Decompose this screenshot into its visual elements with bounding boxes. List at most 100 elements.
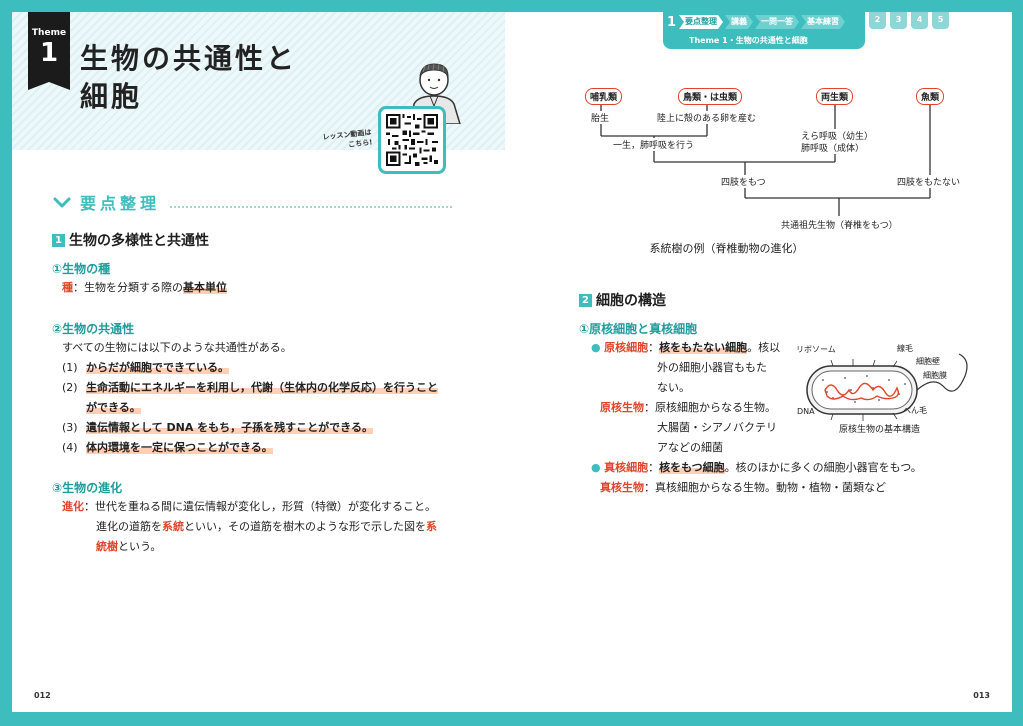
prokaryote-text-3: ない。	[657, 381, 690, 394]
phylo-tree-text: という。	[118, 540, 162, 553]
lineage-definition: 進化の道筋を系統といい，その道筋を樹木のような形で示した図を系	[96, 519, 437, 535]
nav-subtitle: Theme 1・生物の共通性と細胞	[689, 36, 808, 45]
colon: ：	[648, 461, 660, 474]
nav-theme-number: 1	[667, 15, 677, 30]
list-item: (4) 体内環境を一定に保つことができる。	[62, 440, 273, 456]
list-item: (1) からだが細胞でできている。	[62, 360, 229, 376]
tree-trait-gills: えら呼吸（幼生）	[801, 129, 874, 142]
highlight-basic-unit: 基本単位	[183, 281, 227, 294]
nav-steps: 要点整理 講義 一問一答 基本練習	[679, 15, 847, 29]
tree-group-mammals: 哺乳類	[585, 88, 623, 105]
nav-step-practice[interactable]: 基本練習	[801, 15, 845, 29]
tree-trait-limbs: 四肢をもつ	[721, 175, 766, 188]
tree-trait-adult-lungs: 肺呼吸（成体）	[801, 141, 865, 154]
subheading-cell-types: ①原核細胞と真核細胞	[579, 322, 698, 336]
list-item-text: 遺伝情報として DNA をもち，子孫を残すことができる。	[86, 421, 373, 434]
theme-tab-3[interactable]: 3	[890, 12, 907, 29]
list-item-number: (2)	[62, 381, 78, 394]
right-page: 1 要点整理 講義 一問一答 基本練習 Theme 1・生物の共通性と細胞 2 …	[505, 12, 1012, 712]
theme-tab-4[interactable]: 4	[911, 12, 928, 29]
prokaryote-text-1: 。核以	[747, 341, 781, 354]
term-lineage: 系統	[162, 520, 184, 533]
term-eukaryote-organism: 真核生物	[600, 481, 644, 494]
list-item: (2)生命活動にエネルギーを利用し，代謝（生体内の化学反応）を行うこと	[62, 380, 438, 396]
eukaryote-definition: ● 真核細胞：核をもつ細胞。核のほかに多くの細胞小器官をもつ。	[591, 460, 922, 476]
term-eukaryote: 真核細胞	[604, 461, 649, 474]
prok-org-text-3: アなどの細菌	[657, 441, 723, 454]
phylo-tree-lines	[600, 104, 931, 216]
dotted-divider	[170, 196, 452, 208]
eukaryote-text: 。核のほかに多くの細胞小器官をもつ。	[724, 461, 922, 474]
tree-group-fish: 魚類	[916, 88, 945, 105]
tree-trait-no-limbs: 四肢をもたない	[897, 175, 961, 188]
prokaryote-organism-definition: 原核生物：原核細胞からなる生物。	[600, 400, 776, 416]
section-1-heading: 1 生物の多様性と共通性	[52, 230, 209, 250]
bullet-icon: ●	[591, 461, 601, 474]
theme-word: Theme	[31, 28, 67, 38]
subheading-evolution: ③生物の進化	[52, 481, 123, 495]
prok-org-text-2: 大腸菌・シアノバクテリ	[657, 421, 778, 434]
tree-ancestor: 共通祖先生物（脊椎をもつ）	[781, 221, 898, 231]
lineage-text-a: 進化の道筋を	[96, 520, 162, 533]
lesson-navigation: 1 要点整理 講義 一問一答 基本練習 Theme 1・生物の共通性と細胞	[663, 12, 865, 49]
subheading-species: ①生物の種	[52, 262, 111, 276]
theme-tab-2[interactable]: 2	[869, 12, 886, 29]
colon: ：	[648, 341, 660, 354]
theme-tab-5[interactable]: 5	[932, 12, 949, 29]
term-prokaryote: 原核細胞	[604, 341, 649, 354]
label-ribosome: リボソーム	[796, 345, 836, 354]
list-item-number: (3)	[62, 421, 78, 434]
page-title: 生物の共通性と 細胞	[80, 40, 350, 116]
section-2-number: 2	[579, 293, 592, 307]
list-item: (3) 遺伝情報として DNA をもち，子孫を残すことができる。	[62, 420, 373, 436]
prokaryote-definition: ● 原核細胞：核をもたない細胞。核以	[591, 340, 780, 356]
label-cell-membrane: 細胞膜	[923, 371, 947, 380]
bacteria-caption: 原核生物の基本構造	[839, 425, 921, 435]
left-page: Theme 1 生物の共通性と 細胞 レッスン動画は こちら!	[12, 12, 512, 712]
title-line-2: 細胞	[80, 80, 143, 113]
evolution-text: ：世代を重ねる間に遺伝情報が変化し，形質（特徴）が変化すること。	[84, 500, 436, 513]
commonality-intro: すべての生物には以下のような共通性がある。	[62, 341, 292, 354]
term-prokaryote-organism: 原核生物	[600, 401, 644, 414]
list-item: ができる。	[62, 400, 141, 416]
species-text: ：生物を分類する際の	[73, 281, 183, 294]
list-item-number: (4)	[62, 441, 78, 454]
highlight-no-nucleus: 核をもたない細胞	[659, 341, 748, 354]
chevron-down-icon	[53, 197, 71, 208]
species-definition: 種：生物を分類する際の基本単位	[62, 280, 227, 296]
tree-group-amphibians: 両生類	[816, 88, 854, 105]
lesson-qr-code[interactable]	[378, 106, 446, 174]
list-item-text: 体内環境を一定に保つことができる。	[86, 441, 273, 454]
term-phylo-tree-part1: 系	[426, 520, 437, 533]
tree-trait-eggs: 陸上に殻のある卵を産む	[657, 111, 757, 124]
prok-org-text-1: ：原核細胞からなる生物。	[644, 401, 776, 414]
page-number-left: 012	[34, 691, 51, 700]
nav-step-qa[interactable]: 一問一答	[755, 15, 799, 29]
summary-heading: 要点整理	[52, 190, 452, 214]
term-evolution: 進化	[62, 500, 84, 513]
term-phylo-tree-part2: 統樹	[96, 540, 118, 553]
section-1-title: 生物の多様性と共通性	[69, 233, 209, 249]
label-pili: 線毛	[897, 344, 913, 353]
lineage-text-b: といい，その道筋を樹木のような形で示した図を	[184, 520, 426, 533]
label-cell-wall: 細胞壁	[916, 357, 940, 366]
section-2-title: 細胞の構造	[596, 293, 666, 309]
nav-step-lecture[interactable]: 講義	[725, 15, 753, 29]
list-item-text: からだが細胞でできている。	[86, 361, 229, 374]
qr-code-icon	[386, 114, 438, 166]
nav-step-summary[interactable]: 要点整理	[679, 15, 723, 29]
tree-group-birds-reptiles: 鳥類・は虫類	[678, 88, 743, 105]
label-dna: DNA	[797, 407, 815, 416]
eukaryote-organism-definition: 真核生物：真核細胞からなる生物。動物・植物・菌類など	[600, 480, 886, 496]
theme-tab: Theme 1	[28, 12, 70, 90]
list-item-number: (1)	[62, 361, 78, 374]
page-number-right: 013	[973, 691, 990, 700]
list-item-text: ができる。	[86, 401, 141, 414]
section-1-number: 1	[52, 233, 65, 247]
tree-trait-lungs: 一生，肺呼吸を行う	[613, 138, 695, 151]
prokaryote-text-2: 外の細胞小器官ももた	[657, 361, 767, 374]
bullet-icon: ●	[591, 341, 601, 354]
summary-label: 要点整理	[80, 194, 161, 213]
term-species: 種	[62, 281, 73, 294]
subheading-commonality: ②生物の共通性	[52, 322, 135, 336]
